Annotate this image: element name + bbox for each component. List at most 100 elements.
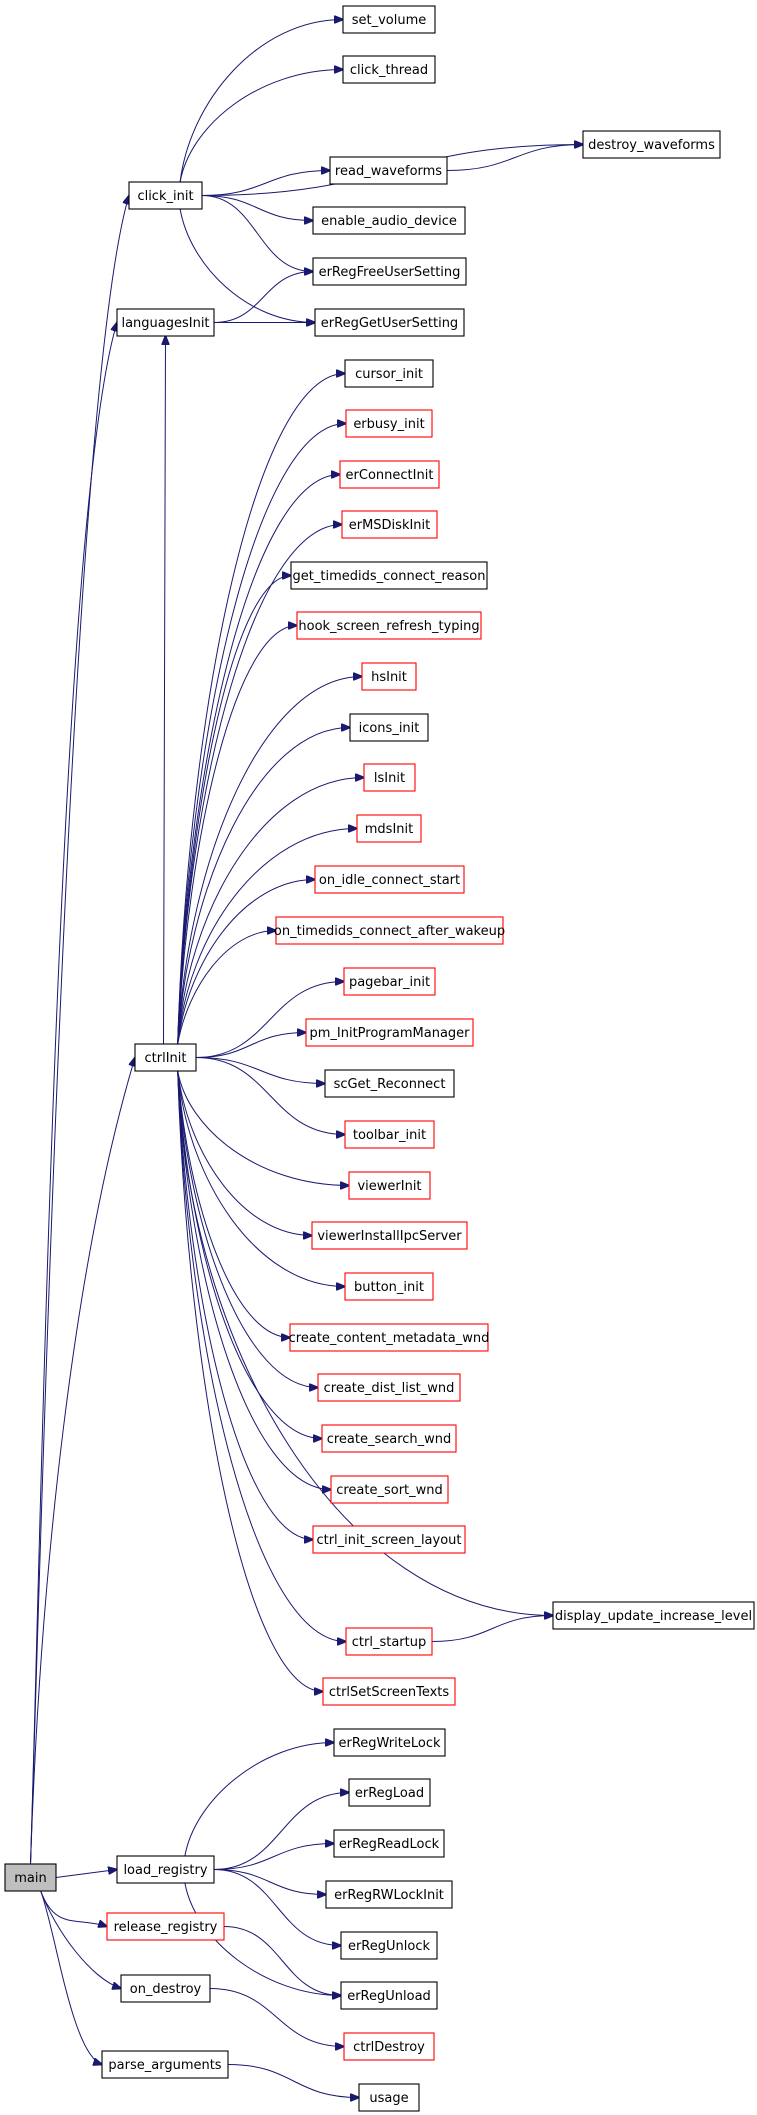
node-erRegRWLockInit[interactable]: erRegRWLockInit: [325, 1880, 453, 1909]
edge-ctrlInit-to-on_timedids_connect_after_wakeup: [177, 931, 276, 1045]
node-box: [356, 814, 422, 843]
node-lsInit[interactable]: lsInit: [363, 763, 416, 792]
edge-ctrlInit-to-erConnectInit: [177, 475, 340, 1045]
node-erConnectInit[interactable]: erConnectInit: [339, 460, 440, 489]
node-box: [344, 1120, 435, 1149]
edge-load_registry-to-erRegLoad: [213, 1793, 349, 1870]
node-on_destroy[interactable]: on_destroy: [120, 1974, 211, 2003]
node-label: erRegWriteLock: [338, 1736, 440, 1751]
node-mdsInit[interactable]: mdsInit: [356, 814, 422, 843]
node-box: [134, 1043, 197, 1072]
node-viewerInstallIpcServer[interactable]: viewerInstallIpcServer: [311, 1221, 468, 1250]
node-on_idle_connect_start[interactable]: on_idle_connect_start: [314, 865, 465, 894]
node-erRegFreeUserSetting[interactable]: erRegFreeUserSetting: [312, 257, 467, 286]
node-label: on_timedids_connect_after_wakeup: [274, 924, 505, 939]
node-box: [344, 359, 434, 388]
node-label: parse_arguments: [108, 2058, 221, 2073]
node-erMSDiskInit[interactable]: erMSDiskInit: [341, 510, 438, 539]
node-erRegLoad[interactable]: erRegLoad: [348, 1778, 431, 1807]
node-ctrlInit[interactable]: ctrlInit: [134, 1043, 197, 1072]
edge-ctrlInit-to-button_init: [177, 1070, 345, 1287]
node-erbusy_init[interactable]: erbusy_init: [345, 409, 433, 438]
node-button_init[interactable]: button_init: [344, 1272, 434, 1301]
node-hook_screen_refresh_typing[interactable]: hook_screen_refresh_typing: [296, 611, 482, 640]
edge-ctrlInit-to-on_idle_connect_start: [177, 880, 315, 1045]
node-ctrl_init_screen_layout[interactable]: ctrl_init_screen_layout: [312, 1525, 466, 1554]
node-box: [325, 1880, 453, 1909]
node-languagesInit[interactable]: languagesInit: [116, 308, 215, 337]
node-main[interactable]: main: [4, 1863, 57, 1892]
node-box: [312, 257, 467, 286]
node-create_search_wnd[interactable]: create_search_wnd: [321, 1424, 457, 1453]
edge-ctrlInit-to-ctrl_init_screen_layout: [177, 1070, 313, 1540]
node-on_timedids_connect_after_wakeup[interactable]: on_timedids_connect_after_wakeup: [274, 916, 505, 945]
node-label: ctrlInit: [145, 1051, 187, 1066]
edge-ctrlInit-to-pagebar_init: [195, 982, 344, 1058]
node-erRegUnlock[interactable]: erRegUnlock: [340, 1931, 438, 1960]
edge-click_init-to-erRegFreeUserSetting: [201, 195, 313, 272]
node-destroy_waveforms[interactable]: destroy_waveforms: [582, 130, 721, 159]
node-icons_init[interactable]: icons_init: [349, 713, 429, 742]
node-label: mdsInit: [365, 822, 413, 837]
node-label: create_search_wnd: [327, 1432, 452, 1447]
edge-ctrlInit-to-create_content_metadata_wnd: [177, 1070, 290, 1338]
node-box: [322, 1677, 456, 1706]
node-erRegGetUserSetting[interactable]: erRegGetUserSetting: [314, 308, 465, 337]
node-load_registry[interactable]: load_registry: [116, 1855, 215, 1884]
node-box: [324, 1069, 455, 1098]
node-click_init[interactable]: click_init: [128, 181, 203, 210]
node-ctrlSetScreenTexts[interactable]: ctrlSetScreenTexts: [322, 1677, 456, 1706]
node-read_waveforms[interactable]: read_waveforms: [329, 156, 448, 185]
node-create_content_metadata_wnd[interactable]: create_content_metadata_wnd: [289, 1323, 490, 1352]
edge-parse_arguments-to-usage: [227, 2064, 359, 2098]
node-box: [101, 2050, 229, 2079]
node-viewerInit[interactable]: viewerInit: [348, 1171, 431, 1200]
edge-ctrlInit-to-create_sort_wnd: [177, 1070, 331, 1490]
edge-release_registry-to-erRegUnload: [223, 1926, 341, 1996]
edge-main-to-parse_arguments: [40, 1890, 102, 2065]
node-click_thread[interactable]: click_thread: [342, 55, 436, 84]
node-box: [345, 409, 433, 438]
node-label: erRegUnload: [347, 1989, 431, 2004]
node-label: icons_init: [359, 721, 420, 736]
node-create_dist_list_wnd[interactable]: create_dist_list_wnd: [317, 1373, 461, 1402]
node-box: [4, 1863, 57, 1892]
node-scGet_Reconnect[interactable]: scGet_Reconnect: [324, 1069, 455, 1098]
node-erRegWriteLock[interactable]: erRegWriteLock: [333, 1728, 446, 1757]
node-label: on_destroy: [130, 1982, 202, 1997]
node-label: erRegLoad: [355, 1786, 424, 1801]
node-hsInit[interactable]: hsInit: [361, 662, 417, 691]
node-erRegUnload[interactable]: erRegUnload: [340, 1981, 438, 2010]
node-cursor_init[interactable]: cursor_init: [344, 359, 434, 388]
node-enable_audio_device[interactable]: enable_audio_device: [312, 206, 466, 235]
node-ctrlDestroy[interactable]: ctrlDestroy: [343, 2032, 435, 2061]
node-get_timedids_connect_reason[interactable]: get_timedids_connect_reason: [290, 561, 488, 590]
node-set_volume[interactable]: set_volume: [342, 5, 436, 34]
node-ctrl_startup[interactable]: ctrl_startup: [345, 1627, 433, 1656]
node-label: release_registry: [114, 1920, 218, 1935]
node-label: click_init: [137, 189, 193, 204]
node-toolbar_init[interactable]: toolbar_init: [344, 1120, 435, 1149]
node-label: languagesInit: [121, 316, 209, 331]
node-box: [120, 1974, 211, 2003]
node-parse_arguments[interactable]: parse_arguments: [101, 2050, 229, 2079]
node-erRegReadLock[interactable]: erRegReadLock: [333, 1829, 445, 1858]
node-usage[interactable]: usage: [358, 2083, 420, 2112]
node-create_sort_wnd[interactable]: create_sort_wnd: [330, 1475, 449, 1504]
node-box: [342, 5, 436, 34]
edge-main-to-ctrlInit: [30, 1058, 136, 1865]
node-release_registry[interactable]: release_registry: [106, 1912, 225, 1941]
node-label: hsInit: [371, 670, 407, 685]
node-box: [330, 1475, 449, 1504]
node-label: lsInit: [374, 771, 405, 786]
node-box: [341, 510, 438, 539]
edge-ctrlInit-to-viewerInstallIpcServer: [177, 1070, 312, 1236]
node-display_update_increase_level[interactable]: display_update_increase_level: [552, 1601, 755, 1630]
edge-ctrlInit-to-ctrlSetScreenTexts: [177, 1070, 323, 1692]
node-pm_InitProgramManager[interactable]: pm_InitProgramManager: [305, 1018, 474, 1047]
node-label: viewerInit: [357, 1179, 421, 1194]
node-box: [116, 308, 215, 337]
edge-click_init-to-erRegGetUserSetting: [179, 208, 315, 323]
edge-main-to-languagesInit: [30, 323, 118, 1865]
node-pagebar_init[interactable]: pagebar_init: [343, 967, 436, 996]
